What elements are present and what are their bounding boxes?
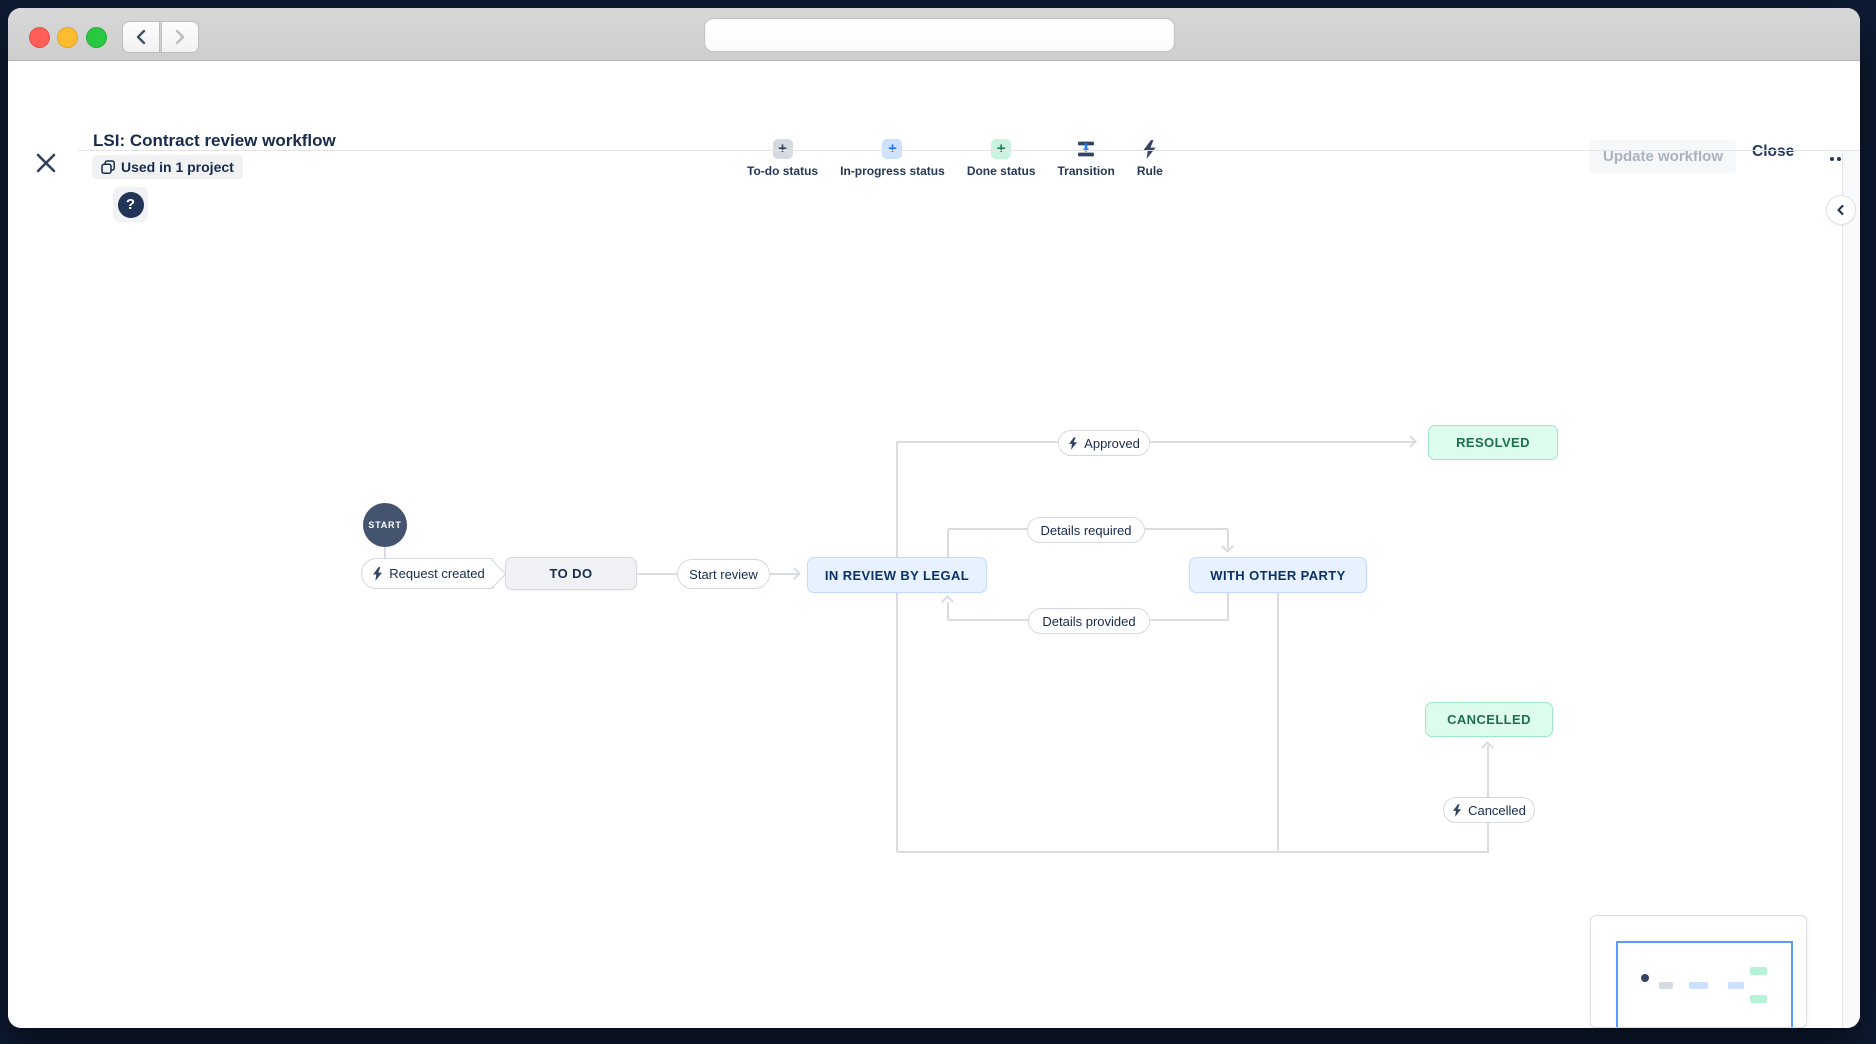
- toolbar-label: In-progress status: [840, 164, 945, 178]
- transition-label: Cancelled: [1468, 802, 1526, 818]
- close-icon: [36, 153, 56, 173]
- status-cancelled[interactable]: CANCELLED: [1425, 702, 1553, 737]
- connector-line: [897, 441, 1416, 443]
- arrowhead-right: [1404, 435, 1417, 448]
- transition-start-review[interactable]: Start review: [677, 559, 770, 589]
- help-button[interactable]: ?: [113, 187, 148, 222]
- connector-line: [947, 602, 949, 620]
- canvas-top-divider: [78, 150, 1860, 151]
- transition-details-required[interactable]: Details required: [1027, 517, 1145, 543]
- lightning-icon: [1069, 436, 1078, 450]
- minimap-start-node: [1641, 974, 1649, 982]
- add-rule-button[interactable]: Rule: [1137, 139, 1163, 178]
- arrowhead-up: [1481, 741, 1494, 754]
- toolbar-label: Transition: [1057, 164, 1115, 178]
- add-done-status-button[interactable]: Done status: [967, 139, 1036, 178]
- chevron-right-icon: [175, 29, 185, 45]
- lightning-icon: [1453, 803, 1462, 817]
- connector-line: [1277, 593, 1279, 852]
- minimap-with-other-party-node: [1728, 982, 1744, 989]
- connector-line: [384, 547, 386, 559]
- ellipsis-icon: [1830, 157, 1834, 161]
- traffic-light-minimize-button[interactable]: [57, 27, 78, 48]
- connector-line: [770, 573, 798, 575]
- used-in-badge[interactable]: Used in 1 project: [92, 155, 243, 179]
- plus-icon: [772, 139, 793, 159]
- app-window: LSI: Contract review workflow Used in 1 …: [8, 8, 1860, 1028]
- connector-line: [896, 593, 898, 852]
- transition-label: Approved: [1084, 435, 1140, 451]
- toolbar-label: Rule: [1136, 164, 1163, 178]
- connector-line: [947, 529, 949, 557]
- app-header: LSI: Contract review workflow Used in 1 …: [8, 61, 1860, 179]
- titlebar: [8, 8, 1860, 61]
- workflow-title: LSI: Contract review workflow: [93, 131, 336, 150]
- traffic-light-close-button[interactable]: [29, 27, 50, 48]
- add-todo-status-button[interactable]: To-do status: [747, 139, 818, 178]
- status-in-review-by-legal[interactable]: IN REVIEW BY LEGAL: [807, 557, 987, 593]
- status-to-do[interactable]: TO DO: [505, 557, 637, 590]
- connector-line: [897, 851, 1489, 853]
- arrowhead-up: [941, 595, 954, 608]
- transition-label: Request created: [389, 566, 485, 581]
- plus-icon: [882, 139, 903, 159]
- transition-cancelled[interactable]: Cancelled: [1443, 797, 1535, 823]
- chevron-left-icon: [136, 29, 146, 45]
- transition-label: Details required: [1040, 522, 1132, 538]
- forward-button[interactable]: [161, 21, 199, 53]
- copy-icon: [101, 160, 115, 174]
- traffic-light-zoom-button[interactable]: [86, 27, 107, 48]
- lightning-icon: [1140, 139, 1160, 159]
- status-with-other-party[interactable]: WITH OTHER PARTY: [1189, 557, 1367, 593]
- close-button[interactable]: Close: [1752, 143, 1795, 160]
- connector-line: [637, 573, 677, 575]
- transition-icon: [1076, 139, 1096, 159]
- lightning-icon: [373, 566, 383, 581]
- connector-line: [1227, 529, 1229, 549]
- transition-request-created[interactable]: Request created: [361, 558, 495, 589]
- minimap-resolved-node: [1750, 967, 1767, 975]
- expand-panel-button[interactable]: [1826, 195, 1856, 225]
- connector-line: [1227, 593, 1229, 621]
- minimap-cancelled-node: [1750, 995, 1767, 1003]
- arrowhead-right: [788, 567, 801, 580]
- transition-details-provided[interactable]: Details provided: [1028, 608, 1150, 634]
- transition-label: Details provided: [1042, 613, 1136, 629]
- status-resolved[interactable]: RESOLVED: [1428, 425, 1558, 460]
- transition-approved[interactable]: Approved: [1058, 430, 1150, 456]
- connector-line: [896, 442, 898, 557]
- add-transition-button[interactable]: Transition: [1058, 139, 1115, 178]
- address-bar-input[interactable]: [704, 18, 1175, 52]
- chevron-left-icon: [1837, 204, 1844, 216]
- close-workflow-button[interactable]: [32, 149, 60, 177]
- minimap-in-review-node: [1689, 982, 1708, 989]
- minimap: [1590, 915, 1807, 1028]
- update-workflow-button[interactable]: Update workflow: [1590, 140, 1736, 173]
- start-node[interactable]: START: [363, 503, 407, 547]
- collapsed-right-panel: [1842, 151, 1860, 1028]
- toolbar: To-do status In-progress status Done sta…: [747, 139, 1163, 178]
- plus-icon: [991, 139, 1012, 159]
- toolbar-label: To-do status: [747, 164, 819, 178]
- arrowhead-down: [1221, 540, 1234, 553]
- used-in-badge-label: Used in 1 project: [121, 159, 234, 175]
- help-icon: ?: [117, 191, 144, 218]
- minimap-todo-node: [1659, 982, 1673, 989]
- add-inprogress-status-button[interactable]: In-progress status: [840, 139, 945, 178]
- back-button[interactable]: [122, 21, 160, 53]
- transition-label: Start review: [689, 566, 758, 582]
- toolbar-label: Done status: [966, 164, 1036, 178]
